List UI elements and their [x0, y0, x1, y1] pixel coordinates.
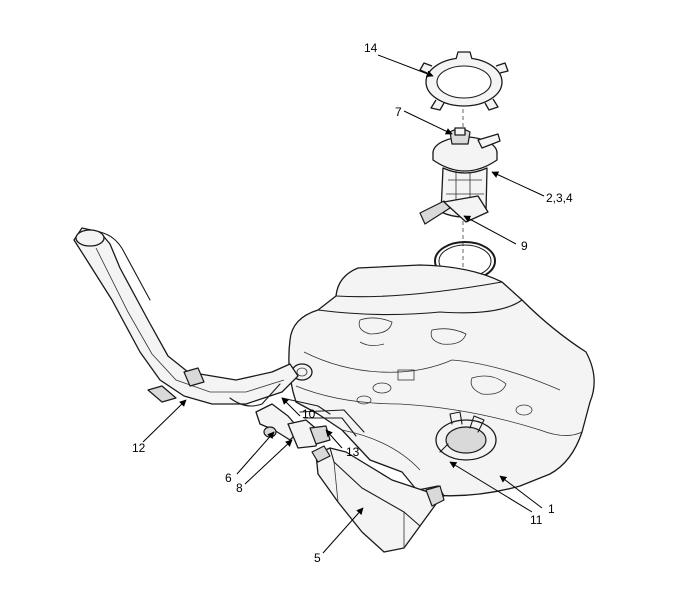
callout-7: 7: [395, 105, 402, 119]
callout-8: 8: [236, 481, 243, 495]
leader-lines: [142, 54, 545, 554]
callout-9: 9: [521, 239, 528, 253]
filler-neck-12: [73, 227, 299, 407]
callout-5: 5: [314, 551, 321, 565]
callout-2-3-4: 2,3,4: [546, 191, 573, 205]
callout-13: 13: [346, 445, 360, 459]
fuel-pump-module: [419, 127, 501, 225]
callout-11: 11: [530, 513, 543, 527]
callout-1: 1: [548, 502, 555, 516]
callout-14: 14: [364, 41, 378, 55]
callout-6: 6: [225, 471, 232, 485]
lock-ring-14: [419, 51, 509, 111]
callout-12: 12: [132, 441, 146, 455]
canister-and-hoses: [255, 397, 445, 553]
callout-10: 10: [302, 407, 316, 421]
